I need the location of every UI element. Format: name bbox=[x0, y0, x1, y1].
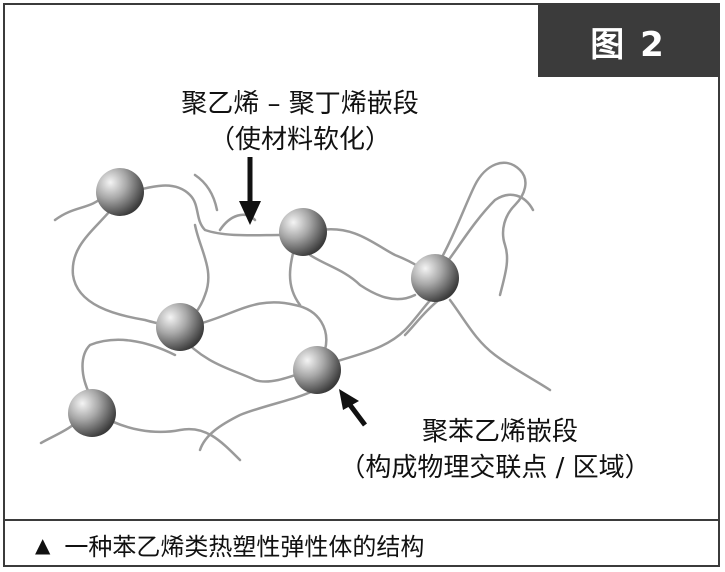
polymer-network-diagram bbox=[39, 157, 552, 462]
polystyrene-sphere bbox=[293, 346, 341, 394]
polystyrene-sphere bbox=[279, 208, 327, 256]
chain-2 bbox=[118, 184, 282, 237]
chain-18 bbox=[448, 298, 552, 392]
chain-15 bbox=[98, 413, 242, 462]
hard-segment-note: （构成物理交联点 / 区域） bbox=[339, 453, 651, 483]
chain-12 bbox=[198, 388, 317, 452]
chain-16 bbox=[433, 161, 527, 297]
figure-caption: ▲ 一种苯乙烯类热塑性弹性体的结构 bbox=[35, 527, 424, 562]
chain-3 bbox=[193, 173, 219, 212]
figure-number-badge: 图 2 bbox=[538, 5, 718, 77]
polystyrene-sphere bbox=[411, 254, 459, 302]
polystyrene-sphere bbox=[156, 303, 204, 351]
chain-17 bbox=[443, 193, 535, 267]
polystyrene-domains bbox=[68, 168, 459, 437]
chain-11 bbox=[323, 293, 437, 367]
soft-segment-note: （使材料软化） bbox=[208, 125, 391, 155]
figure-frame: 图 2 聚乙烯 – 聚丁烯嵌段 （使材料软化） 聚苯乙烯嵌段 （构成物理交联点 … bbox=[3, 3, 720, 567]
arrow-hard-segment bbox=[339, 389, 367, 427]
chain-6 bbox=[178, 333, 312, 383]
hard-segment-label: 聚苯乙烯嵌段 bbox=[421, 417, 578, 447]
soft-segment-label: 聚乙烯 – 聚丁烯嵌段 bbox=[181, 89, 419, 119]
triangle-marker-icon: ▲ bbox=[35, 532, 51, 557]
polymer-chains bbox=[39, 161, 552, 462]
polystyrene-sphere bbox=[96, 168, 144, 216]
polystyrene-sphere bbox=[68, 389, 116, 437]
caption-divider bbox=[5, 519, 718, 521]
chain-10 bbox=[308, 253, 417, 301]
chain-4 bbox=[71, 203, 177, 329]
chain-13 bbox=[81, 338, 177, 397]
arrow-soft-segment bbox=[239, 157, 261, 225]
caption-text: 一种苯乙烯类热塑性弹性体的结构 bbox=[64, 533, 425, 561]
